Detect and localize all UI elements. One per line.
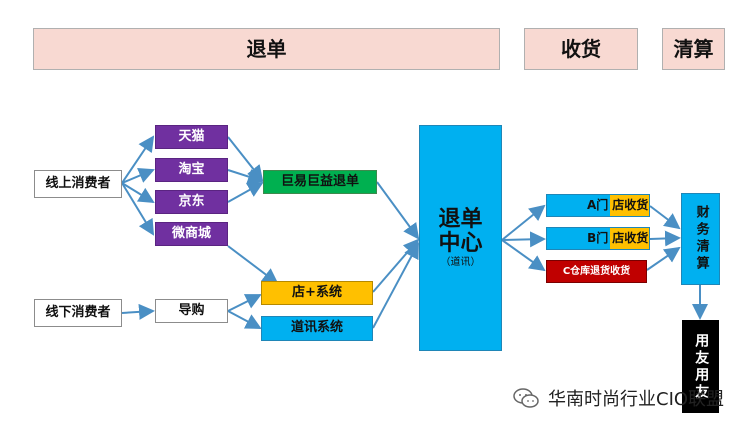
store-b-label-right: 店收货 <box>610 228 649 249</box>
header-receive: 收货 <box>524 28 638 70</box>
arrow-center-b <box>501 231 546 248</box>
jd-box: 京东 <box>155 190 228 214</box>
arrow-guide-store <box>227 294 262 312</box>
header-return: 退单 <box>33 28 500 70</box>
arrow-b-finance <box>649 230 681 247</box>
warehouse-c-receive-box: C仓库退货收货 <box>546 260 647 283</box>
header-settle: 清算 <box>662 28 725 70</box>
taobao-box: 淘宝 <box>155 158 228 182</box>
wechat-logo-icon <box>513 388 539 408</box>
store-a-label-right: 店收货 <box>610 195 649 216</box>
return-center-title-line2: 中心 <box>438 230 483 256</box>
finance-settle-label: 财务清算 <box>693 205 709 273</box>
wechat-mall-box: 微商城 <box>155 222 228 246</box>
arrow-online-tmall <box>121 135 155 184</box>
arrow-daoxun-center <box>372 242 419 329</box>
daoxun-system-box: 道讯系统 <box>261 316 373 341</box>
store-b-receive-box: B门 店收货 <box>546 227 650 250</box>
yonyou-box: 用友用友 <box>682 320 719 413</box>
store-a-receive-box: A门 店收货 <box>546 194 650 217</box>
arrow-jd-juyi <box>227 182 264 203</box>
arrow-tmall-juyi <box>227 136 264 182</box>
arrow-center-a <box>501 204 546 241</box>
return-center-title: 退单 中心 <box>438 208 482 254</box>
return-center-box: 退单 中心 （道讯） <box>419 125 502 351</box>
arrow-juyi-center <box>376 181 420 240</box>
watermark: 华南时尚行业CIO联盟 <box>512 385 724 411</box>
tmall-box: 天猫 <box>155 125 228 149</box>
arrow-online-taobao <box>121 168 155 184</box>
online-consumer-box: 线上消费者 <box>34 170 122 198</box>
yonyou-label: 用友用友 <box>693 332 710 401</box>
arrow-online-jd <box>121 182 155 204</box>
offline-consumer-box: 线下消费者 <box>34 299 122 327</box>
juyi-return-box: 巨易巨益退单 <box>263 170 377 194</box>
return-center-title-line1: 退单 <box>438 207 483 233</box>
arrow-center-c <box>501 239 546 272</box>
return-center-sub: （道讯） <box>440 256 481 268</box>
store-b-label-left: B门 <box>547 228 611 249</box>
store-a-label-left: A门 <box>547 195 611 216</box>
finance-settle-box: 财务清算 <box>681 193 720 285</box>
arrow-offline-guide <box>121 303 155 320</box>
guide-box: 导购 <box>155 299 228 323</box>
arrow-online-wechat <box>121 182 155 236</box>
arrow-taobao-juyi <box>227 169 264 185</box>
arrow-wechat-store <box>227 245 279 285</box>
watermark-text: 华南时尚行业CIO联盟 <box>548 389 725 410</box>
arrow-guide-daoxun <box>227 310 262 329</box>
arrow-a-finance <box>649 205 681 230</box>
store-system-box: 店+系统 <box>261 281 373 305</box>
arrow-c-finance <box>646 246 681 271</box>
